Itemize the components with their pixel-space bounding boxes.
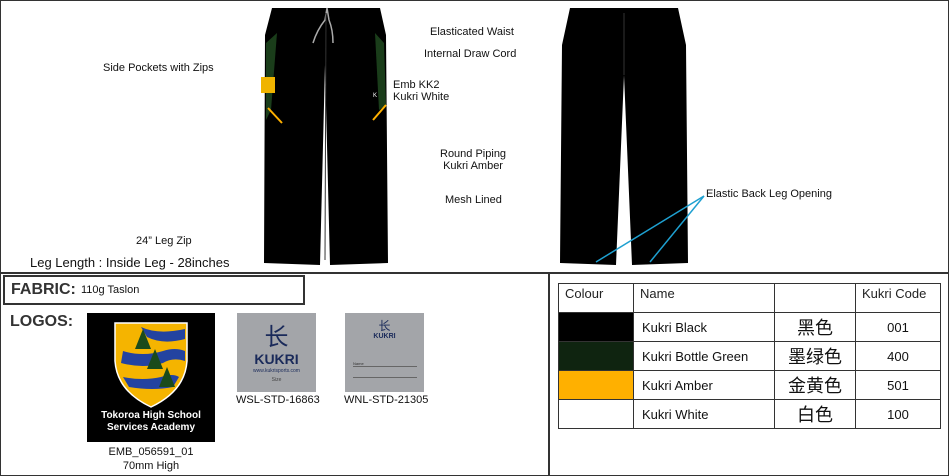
- crest-size: 70mm High: [122, 460, 180, 472]
- green-side-panel-left: [266, 33, 277, 120]
- size-label-size: Size: [271, 377, 282, 383]
- header-chinese: [774, 283, 856, 313]
- draw-cord-note: Internal Draw Cord: [424, 48, 517, 60]
- colour-name: Kukri Black: [633, 312, 775, 342]
- size-label-url: www.kukrisports.com: [253, 368, 300, 374]
- green-side-panel-right: [375, 33, 386, 110]
- emb-note-line1: Emb KK2: [393, 79, 440, 91]
- colour-swatch: [558, 341, 634, 371]
- size-label-code: WSL-STD-16863: [236, 394, 320, 406]
- colour-name: Kukri Amber: [633, 370, 775, 400]
- colour-swatch: [558, 370, 634, 400]
- leg-zip-note: 24” Leg Zip: [136, 235, 192, 247]
- side-pockets-note: Side Pockets with Zips: [103, 62, 214, 74]
- crest-name-line1: Tokoroa High School: [101, 410, 201, 421]
- name-label-brand: KUKRI: [373, 333, 396, 340]
- colour-chinese: 白色: [774, 399, 856, 429]
- kukri-mark-icon: ⻓: [264, 323, 289, 351]
- crest-text: Tokoroa High School Services Academy: [87, 410, 215, 434]
- header-colour: Colour: [558, 283, 634, 313]
- crest-name-line2: Services Academy: [106, 422, 196, 433]
- crest-embroidery-icon: [261, 77, 275, 93]
- fabric-label: FABRIC:: [11, 281, 76, 298]
- mesh-note: Mesh Lined: [445, 194, 502, 206]
- table-row: Kukri Black 黑色 001: [558, 312, 941, 342]
- draw-cord: [312, 7, 334, 44]
- colour-code: 100: [855, 399, 941, 429]
- colour-name: Kukri Bottle Green: [633, 341, 775, 371]
- piping-note: Round Piping Kukri Amber: [440, 148, 506, 172]
- crest-caption: EMB_056591_01 70mm High: [87, 445, 215, 473]
- back-pants-drawing: [560, 8, 688, 265]
- fabric-value: 110g Taslon: [81, 284, 140, 296]
- size-label-brand: KUKRI: [254, 351, 299, 367]
- colour-code: 501: [855, 370, 941, 400]
- logos-label: LOGOS:: [10, 313, 74, 330]
- fabric-box: FABRIC: 110g Taslon: [3, 275, 305, 305]
- piping-note-line2: Kukri Amber: [443, 160, 503, 172]
- name-label: ⻓ KUKRI Name: [345, 313, 424, 392]
- pointer-lines: [595, 195, 705, 263]
- size-label: ⻓ KUKRI www.kukrisports.com Size: [237, 313, 316, 392]
- table-row: Kukri White 白色 100: [558, 399, 941, 429]
- header-name: Name: [633, 283, 775, 313]
- colour-chinese: 黑色: [774, 312, 856, 342]
- svg-text:K: K: [373, 93, 377, 99]
- back-leg-note: Elastic Back Leg Opening: [706, 188, 832, 200]
- colour-swatch: [558, 312, 634, 342]
- piping-note-line1: Round Piping: [440, 148, 507, 160]
- crest-code: EMB_056591_01: [108, 446, 194, 458]
- name-label-line: [353, 377, 417, 378]
- name-label-code: WNL-STD-21305: [344, 394, 429, 406]
- front-pants-drawing: K: [261, 7, 388, 265]
- section-divider-vertical: [548, 272, 550, 476]
- colour-chinese: 墨绿色: [774, 341, 856, 371]
- colour-chinese: 金黄色: [774, 370, 856, 400]
- header-code: Kukri Code: [855, 283, 941, 313]
- crest-shield-icon: [114, 322, 188, 408]
- kukri-mark-icon: ⻓: [378, 319, 391, 333]
- leg-length-note: Leg Length : Inside Leg - 28inches: [30, 255, 230, 270]
- table-row: Kukri Bottle Green 墨绿色 400: [558, 341, 941, 371]
- waist-note: Elasticated Waist: [430, 26, 514, 38]
- colour-swatch: [558, 399, 634, 429]
- colour-table: Colour Name Kukri Code Kukri Black 黑色 00…: [558, 283, 941, 429]
- table-row: Kukri Amber 金黄色 501: [558, 370, 941, 400]
- emb-note-line2: Kukri White: [393, 91, 450, 103]
- school-crest-logo: Tokoroa High School Services Academy: [87, 313, 215, 442]
- colour-name: Kukri White: [633, 399, 775, 429]
- colour-code: 001: [855, 312, 941, 342]
- colour-code: 400: [855, 341, 941, 371]
- emb-note: Emb KK2 Kukri White: [393, 79, 449, 103]
- name-label-name: Name: [353, 361, 417, 367]
- section-divider: [0, 272, 949, 274]
- colour-table-header: Colour Name Kukri Code: [558, 283, 941, 313]
